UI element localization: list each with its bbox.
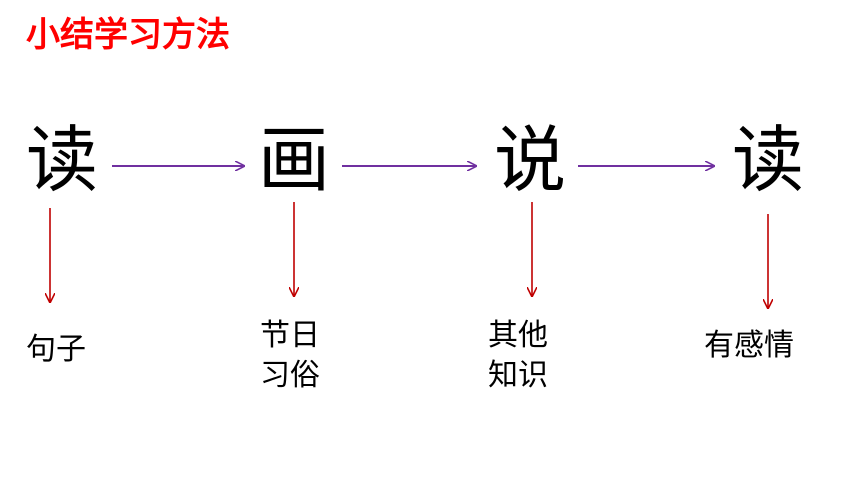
step-draw: 画 [257,118,330,202]
note-sentences: 句子 [26,330,86,370]
step-read-1: 读 [25,118,98,202]
slide-title: 小结学习方法 [26,15,230,55]
note-other-knowledge: 其他 知识 [488,316,548,396]
note-line: 节日 [260,318,320,353]
note-festival-customs: 节日 习俗 [260,316,320,396]
note-line: 习俗 [260,358,320,393]
note-line: 句子 [26,332,86,367]
note-line: 知识 [488,358,548,393]
step-read-2: 读 [731,118,804,202]
note-line: 有感情 [704,328,794,363]
note-line: 其他 [488,318,548,353]
note-with-feeling: 有感情 [704,326,794,366]
step-speak: 说 [493,118,566,202]
